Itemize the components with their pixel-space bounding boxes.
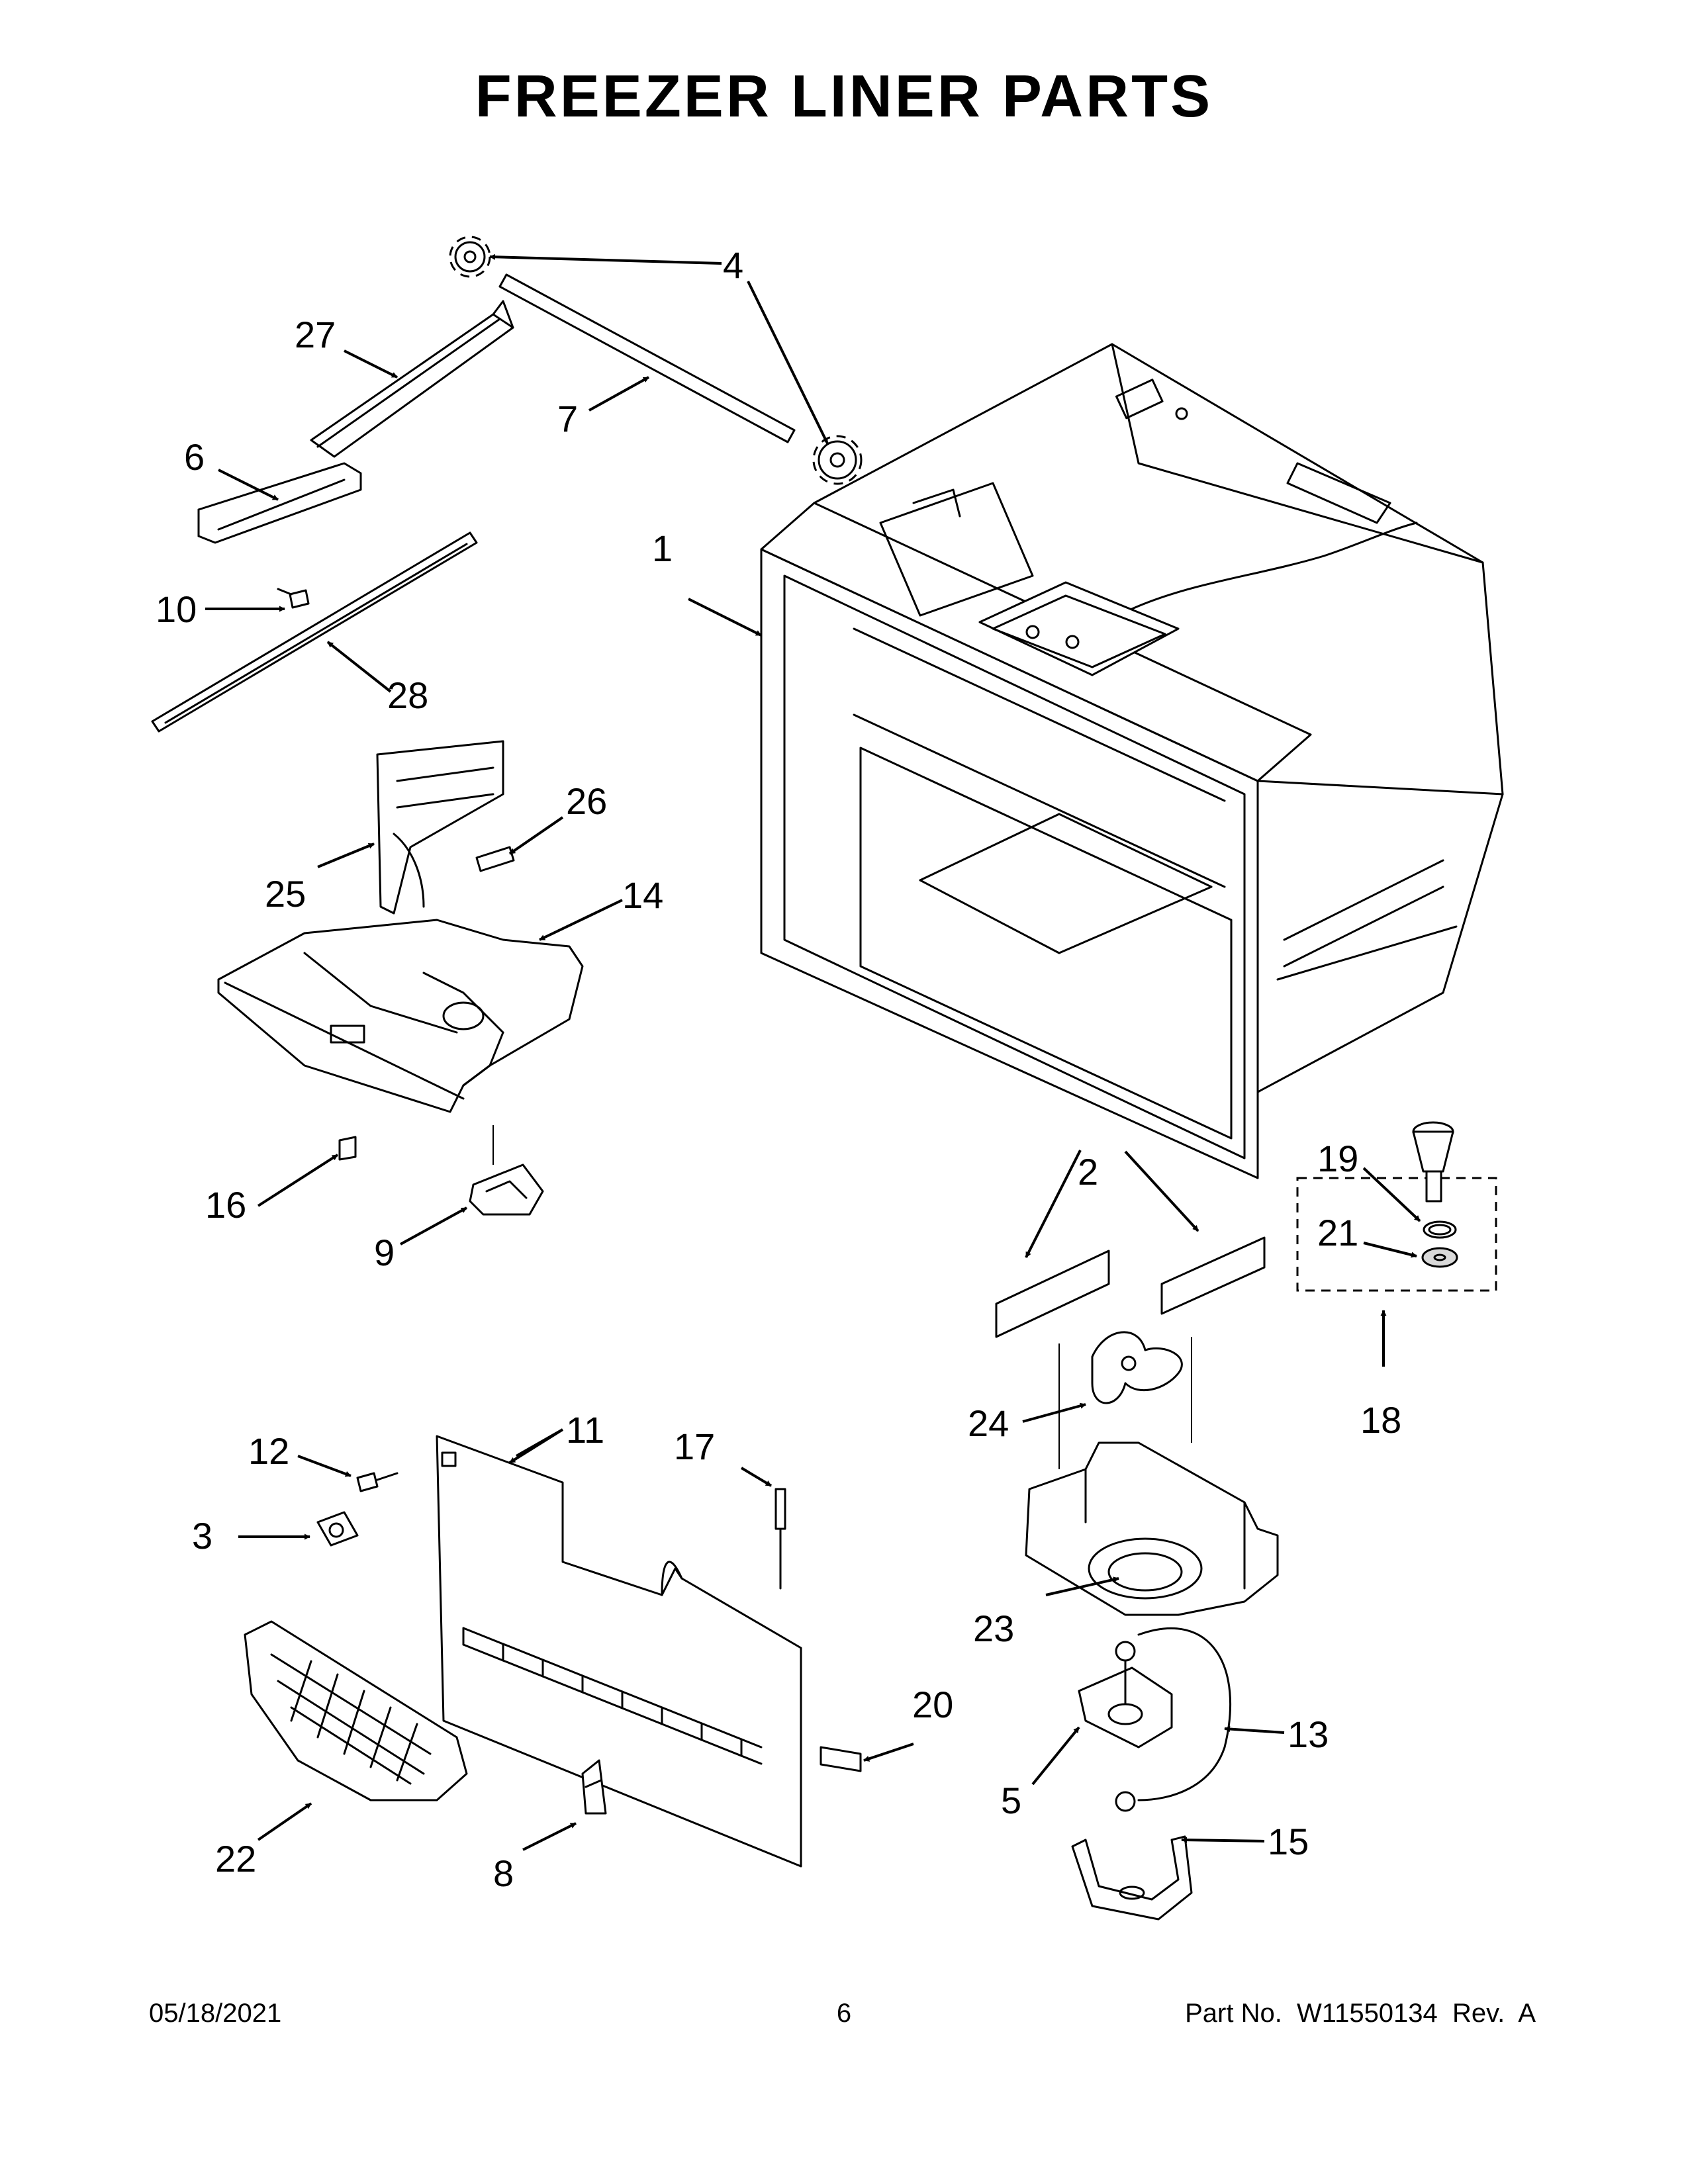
air-duct-housing-part-14	[217, 919, 584, 1113]
callout-12: 12	[248, 1430, 289, 1472]
callout-11: 11	[566, 1409, 604, 1451]
callout-22: 22	[215, 1838, 256, 1880]
screw-part-26	[475, 846, 515, 872]
foam-pad-part-2-right	[1160, 1236, 1266, 1315]
bracket-part-3	[316, 1511, 359, 1547]
callout-10: 10	[156, 588, 197, 630]
callout-24: 24	[968, 1402, 1009, 1444]
washer-part-21	[1421, 1247, 1458, 1268]
damper-part-9	[469, 1125, 544, 1216]
screw-part-10	[277, 588, 310, 609]
leader-lines	[205, 253, 1421, 1851]
callout-9: 9	[374, 1232, 395, 1273]
shaft-part-7	[498, 273, 796, 443]
callout-25: 25	[265, 873, 306, 915]
callout-21: 21	[1317, 1212, 1358, 1253]
drain-fitting-part-19	[1412, 1121, 1454, 1203]
kit-boundary-part-18	[1296, 1177, 1497, 1292]
rail-part-27	[310, 300, 514, 458]
callout-5: 5	[1001, 1780, 1021, 1821]
callout-4: 4	[723, 244, 743, 286]
callout-7: 7	[557, 398, 578, 439]
grille-part-22	[244, 1620, 468, 1801]
callout-13: 13	[1288, 1713, 1329, 1755]
callout-16: 16	[205, 1184, 246, 1226]
callout-18: 18	[1360, 1399, 1401, 1441]
callout-19: 19	[1317, 1138, 1358, 1179]
footer-part-no: Part No. W11550134 Rev. A	[1185, 1999, 1536, 2028]
thermistor-part-17	[774, 1488, 786, 1590]
callout-27: 27	[295, 314, 336, 355]
cover-panel-part-11	[436, 1435, 802, 1868]
gear-part-4-top	[449, 236, 491, 278]
fan-motor-part-5	[1078, 1641, 1173, 1749]
freezer-liner-part	[760, 343, 1504, 1179]
bracket-part-25	[376, 740, 504, 915]
callout-3: 3	[192, 1515, 212, 1557]
fan-blade-part-24	[1091, 1331, 1183, 1404]
slide-part-28	[151, 531, 478, 733]
callout-15: 15	[1268, 1821, 1309, 1862]
motor-bracket-part-15	[1071, 1835, 1193, 1921]
grommet	[1115, 1791, 1136, 1812]
alignment-line	[1058, 1337, 1192, 1469]
callout-17: 17	[674, 1426, 715, 1467]
screw-part-12	[356, 1472, 399, 1492]
callout-numbers: 1 2 3 4 5 6 7 8 9 10 11 12 13 14 15 16 1…	[156, 244, 1401, 1894]
callout-28: 28	[387, 674, 428, 716]
clip-part-8	[581, 1759, 607, 1815]
clip-part-16	[338, 1136, 357, 1161]
o-ring-part-21	[1423, 1220, 1457, 1239]
foam-pad-part-2-left	[995, 1250, 1110, 1338]
callout-20: 20	[912, 1684, 953, 1725]
footer-date: 05/18/2021	[149, 1999, 282, 2028]
gear-part-4-bottom	[812, 435, 863, 485]
callout-8: 8	[493, 1852, 514, 1894]
callout-26: 26	[566, 780, 607, 822]
callout-23: 23	[973, 1608, 1014, 1649]
bracket-part-6	[197, 462, 362, 544]
callout-6: 6	[184, 436, 205, 478]
callout-1: 1	[652, 527, 673, 569]
footer-page: 6	[836, 1999, 852, 2028]
foam-strip-part-20	[820, 1746, 862, 1772]
fan-shroud-part-23	[1025, 1441, 1279, 1616]
page-title: FREEZER LINER PARTS	[475, 64, 1213, 130]
callout-2: 2	[1078, 1151, 1098, 1193]
callout-14: 14	[622, 874, 663, 916]
